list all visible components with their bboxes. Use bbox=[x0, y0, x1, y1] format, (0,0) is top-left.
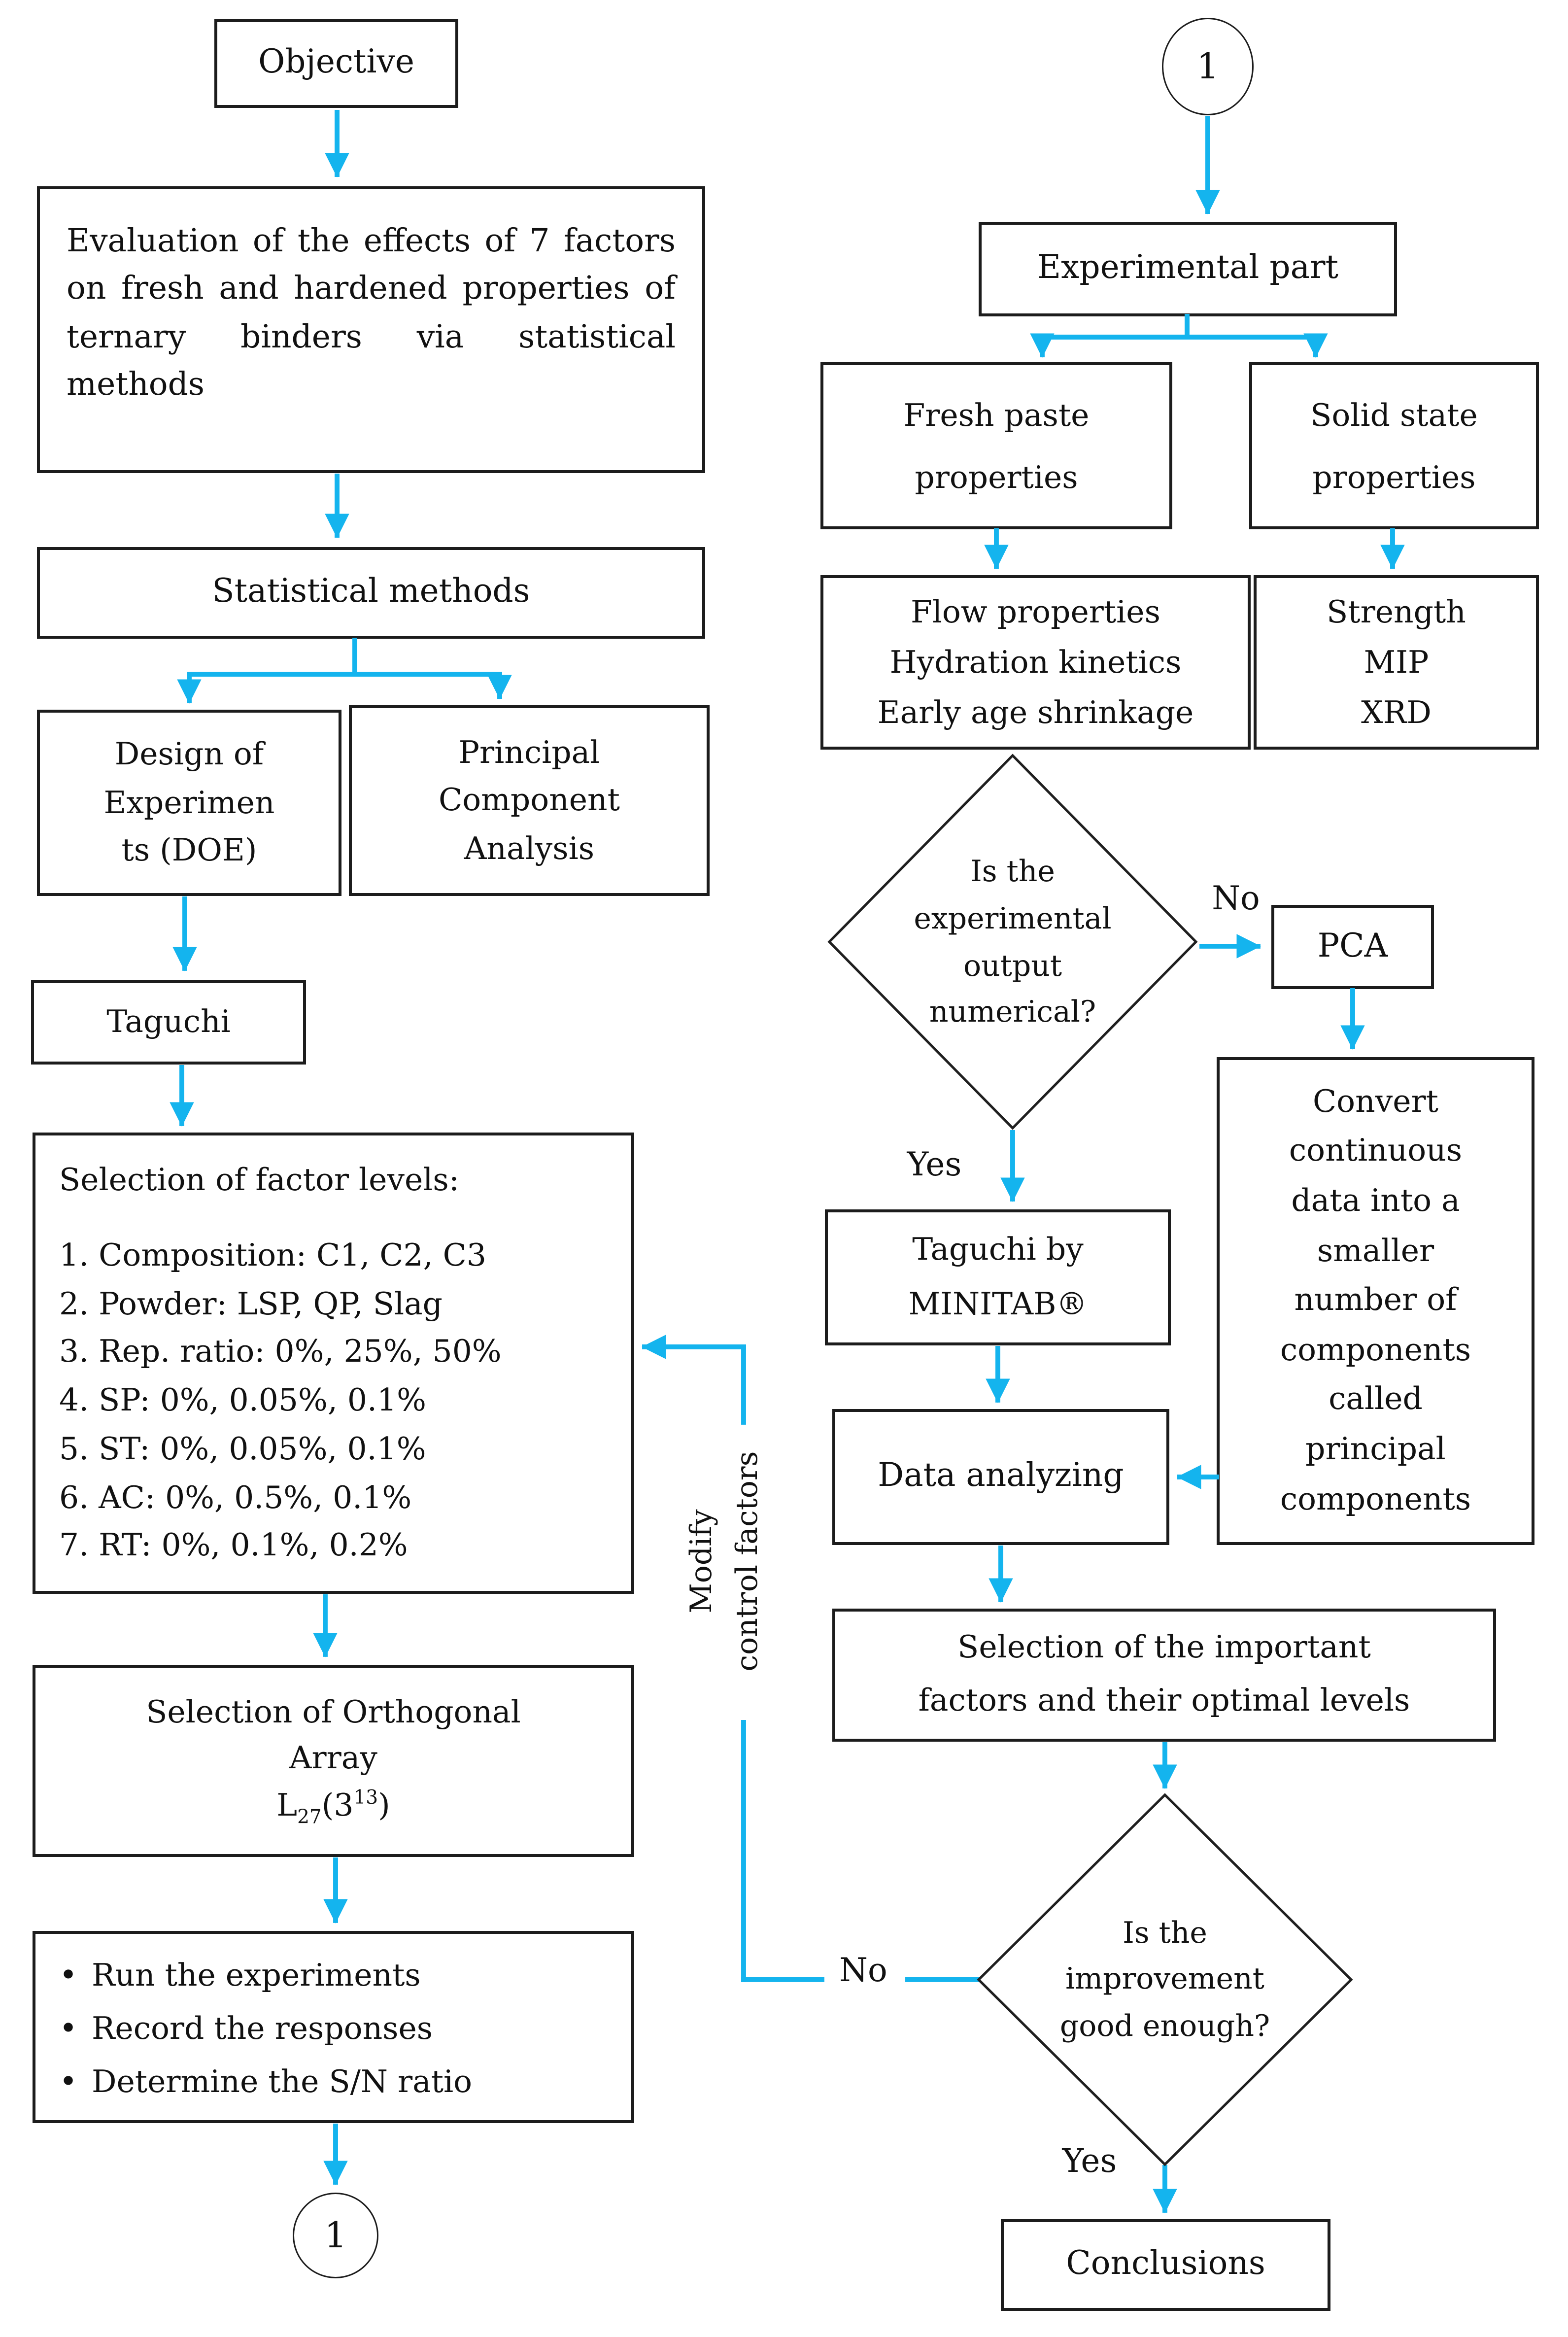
pca-method-line: Analysis bbox=[464, 830, 595, 866]
solid-state-box: Solid state properties bbox=[1249, 362, 1539, 529]
strength-line: XRD bbox=[1361, 695, 1432, 730]
orthogonal-array-box: Selection of Orthogonal Array L27(313) bbox=[33, 1665, 634, 1857]
experimental-part-box: Experimental part bbox=[979, 222, 1397, 316]
factor-levels-heading: Selection of factor levels: bbox=[59, 1162, 460, 1198]
orthogonal-array-line: Selection of Orthogonal bbox=[146, 1693, 521, 1729]
flow-properties-line: Hydration kinetics bbox=[889, 644, 1182, 680]
run-experiments-item: Record the responses bbox=[59, 2002, 433, 2056]
doe-line: Experimen bbox=[103, 785, 275, 821]
factor-item: 4. SP: 0%, 0.05%, 0.1% bbox=[59, 1382, 426, 1418]
yes-label-numerical: Yes bbox=[907, 1147, 962, 1184]
improvement-decision-text: Is the improvement good enough? bbox=[1032, 1897, 1298, 2062]
formula-close: ) bbox=[378, 1787, 390, 1822]
convert-components-text: Convert continuous data into a smaller n… bbox=[1280, 1083, 1471, 1516]
formula-base: L bbox=[276, 1787, 298, 1822]
taguchi-box: Taguchi bbox=[31, 980, 306, 1065]
modify-control-factors-label: Modify control factors bbox=[674, 1436, 775, 1687]
experimental-part-label: Experimental part bbox=[1037, 250, 1339, 287]
factor-item: 2. Powder: LSP, QP, Slag bbox=[59, 1285, 443, 1321]
pca-method-line: Principal bbox=[458, 734, 600, 770]
pca-box: PCA bbox=[1271, 905, 1434, 989]
objective-box: Objective bbox=[214, 19, 458, 108]
solid-state-line: Solid state bbox=[1310, 397, 1478, 433]
objective-label: Objective bbox=[258, 44, 414, 82]
modify-line: Modify bbox=[683, 1509, 718, 1614]
statistical-methods-box: Statistical methods bbox=[37, 547, 705, 639]
evaluation-text: Evaluation of the effects of 7 factors o… bbox=[67, 223, 676, 404]
important-factors-box: Selection of the important factors and t… bbox=[832, 1609, 1496, 1742]
important-factors-line: Selection of the important bbox=[957, 1629, 1371, 1665]
fresh-paste-box: Fresh paste properties bbox=[820, 362, 1172, 529]
orthogonal-array-line: Array bbox=[289, 1740, 377, 1776]
statistical-methods-label: Statistical methods bbox=[212, 574, 530, 611]
factor-item: 7. RT: 0%, 0.1%, 0.2% bbox=[59, 1527, 408, 1563]
decision-line: Is the bbox=[970, 853, 1055, 889]
factor-levels-box: Selection of factor levels: 1. Compositi… bbox=[33, 1133, 634, 1594]
flow-properties-line: Flow properties bbox=[911, 594, 1160, 630]
run-experiments-item: Determine the S/N ratio bbox=[59, 2056, 472, 2109]
connector-number: 1 bbox=[1196, 46, 1219, 87]
pca-method-line: Component bbox=[439, 782, 620, 818]
decision-line: improvement bbox=[1065, 1960, 1264, 1996]
orthogonal-array-formula: L27(313) bbox=[276, 1783, 390, 1832]
connector-circle-1-right: 1 bbox=[1162, 18, 1254, 115]
taguchi-minitab-line: MINITAB® bbox=[908, 1286, 1088, 1322]
taguchi-minitab-line: Taguchi by bbox=[912, 1232, 1084, 1268]
no-label-numerical: No bbox=[1212, 881, 1260, 918]
yes-label-improvement: Yes bbox=[1062, 2144, 1117, 2181]
important-factors-line: factors and their optimal levels bbox=[918, 1683, 1410, 1718]
run-experiments-box: Run the experiments Record the responses… bbox=[33, 1931, 634, 2123]
pca-label: PCA bbox=[1317, 928, 1388, 965]
solid-state-line: properties bbox=[1312, 459, 1476, 495]
doe-line: ts (DOE) bbox=[121, 832, 257, 868]
factor-item: 6. AC: 0%, 0.5%, 0.1% bbox=[59, 1479, 412, 1515]
fresh-paste-line: properties bbox=[915, 459, 1078, 495]
flow-properties-box: Flow properties Hydration kinetics Early… bbox=[820, 575, 1251, 750]
taguchi-label: Taguchi bbox=[106, 1004, 231, 1040]
data-analyzing-label: Data analyzing bbox=[878, 1458, 1124, 1495]
formula-subscript: 27 bbox=[297, 1806, 322, 1829]
decision-line: experimental bbox=[914, 900, 1112, 936]
factor-item: 3. Rep. ratio: 0%, 25%, 50% bbox=[59, 1334, 502, 1370]
strength-line: Strength bbox=[1327, 594, 1466, 630]
evaluation-box: Evaluation of the effects of 7 factors o… bbox=[37, 186, 705, 473]
data-analyzing-box: Data analyzing bbox=[832, 1409, 1169, 1545]
convert-components-box: Convert continuous data into a smaller n… bbox=[1217, 1057, 1534, 1545]
decision-line: output bbox=[963, 947, 1062, 983]
numerical-decision-text: Is the experimental output numerical? bbox=[880, 821, 1146, 1065]
decision-line: good enough? bbox=[1059, 2007, 1270, 2043]
flow-properties-line: Early age shrinkage bbox=[877, 695, 1194, 730]
conclusions-box: Conclusions bbox=[1001, 2219, 1330, 2311]
fresh-paste-line: Fresh paste bbox=[903, 397, 1090, 433]
formula-superscript: 13 bbox=[353, 1787, 378, 1809]
modify-line: control factors bbox=[729, 1451, 764, 1672]
decision-line: numerical? bbox=[929, 994, 1096, 1030]
strength-line: MIP bbox=[1363, 644, 1429, 680]
doe-line: Design of bbox=[114, 736, 264, 772]
connector-number: 1 bbox=[324, 2215, 347, 2256]
connector-circle-1-left: 1 bbox=[293, 2193, 378, 2278]
no-label-improvement: No bbox=[839, 1953, 887, 1990]
decision-line: Is the bbox=[1123, 1914, 1207, 1950]
strength-box: Strength MIP XRD bbox=[1254, 575, 1539, 750]
factor-item: 5. ST: 0%, 0.05%, 0.1% bbox=[59, 1431, 426, 1467]
doe-box: Design of Experimen ts (DOE) bbox=[37, 710, 341, 896]
formula-mid: (3 bbox=[321, 1787, 354, 1822]
conclusions-label: Conclusions bbox=[1066, 2246, 1265, 2283]
taguchi-minitab-box: Taguchi by MINITAB® bbox=[825, 1209, 1171, 1345]
run-experiments-item: Run the experiments bbox=[59, 1949, 421, 2002]
factor-item: 1. Composition: C1, C2, C3 bbox=[59, 1237, 486, 1273]
principal-component-analysis-box: Principal Component Analysis bbox=[349, 705, 710, 896]
